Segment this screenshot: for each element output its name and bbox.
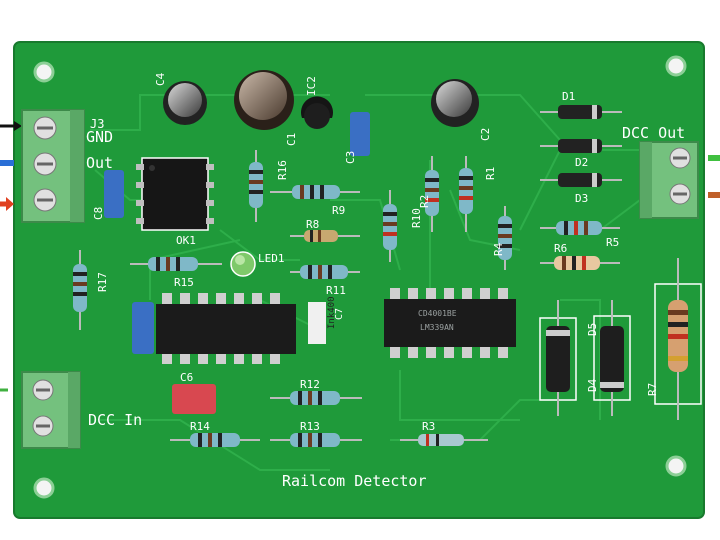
label-dcc-in: DCC In bbox=[88, 411, 142, 429]
designator-labels: D1 D2 D3 R5 R6 R9 R8 R11 R15 R12 R13 R14… bbox=[96, 90, 659, 433]
label-c2: C2 bbox=[479, 128, 492, 141]
transistor-ic2 bbox=[300, 96, 333, 129]
led-green bbox=[230, 251, 256, 277]
label-r15: R15 bbox=[174, 276, 194, 289]
optocoupler-ok1 bbox=[136, 157, 214, 231]
label-r12: R12 bbox=[300, 378, 320, 391]
label-r2: R2 bbox=[418, 195, 431, 208]
diodes bbox=[539, 105, 631, 416]
label-r13: R13 bbox=[300, 420, 320, 433]
capacitor-c1 bbox=[234, 70, 294, 130]
label-out: Out bbox=[86, 154, 113, 172]
label-r16: R16 bbox=[276, 160, 289, 180]
sticker-text: Ink400 bbox=[327, 296, 337, 329]
terminal-block-left bbox=[21, 109, 85, 223]
label-j3: J3 bbox=[90, 117, 104, 131]
ic2-chip bbox=[384, 288, 516, 358]
label-r17: R17 bbox=[96, 272, 109, 292]
capacitor-c3 bbox=[350, 112, 370, 156]
label-c3: C3 bbox=[344, 151, 357, 164]
label-r7: R7 bbox=[646, 383, 659, 396]
label-d2: D2 bbox=[575, 156, 588, 169]
label-r11: R11 bbox=[326, 284, 346, 297]
label-ic2: IC2 bbox=[305, 76, 318, 96]
ink-sticker bbox=[308, 302, 326, 344]
mounting-holes bbox=[33, 55, 687, 499]
ic1-chip bbox=[156, 293, 296, 364]
terminal-block-right bbox=[639, 141, 699, 219]
label-c4: C4 bbox=[154, 72, 167, 86]
label-c6: C6 bbox=[180, 371, 193, 384]
label-d1: D1 bbox=[562, 90, 575, 103]
label-ok1: OK1 bbox=[176, 234, 196, 247]
label-r14: R14 bbox=[190, 420, 210, 433]
capacitor-c8 bbox=[104, 170, 124, 218]
label-led1: LED1 bbox=[258, 252, 285, 265]
label-dcc-out: DCC Out bbox=[622, 124, 685, 142]
label-d4: D4 bbox=[586, 378, 599, 392]
label-r3: R3 bbox=[422, 420, 435, 433]
label-gnd: GND bbox=[86, 128, 113, 146]
label-c7: C7 bbox=[334, 308, 345, 320]
label-r4: R4 bbox=[492, 242, 505, 256]
ic1-marking: CD4001BE bbox=[418, 309, 457, 318]
resistors bbox=[130, 185, 620, 447]
capacitor-c4 bbox=[163, 81, 207, 125]
label-d3: D3 bbox=[575, 192, 588, 205]
label-r1: R1 bbox=[484, 167, 497, 180]
terminal-block-bottom bbox=[21, 371, 81, 449]
resistors-vertical bbox=[73, 150, 702, 420]
capacitor-c2 bbox=[431, 79, 479, 127]
capacitor-c6 bbox=[172, 384, 216, 414]
label-r5: R5 bbox=[606, 236, 619, 249]
capacitor-c7-blue bbox=[132, 302, 154, 354]
label-r8: R8 bbox=[306, 218, 319, 231]
board-title: Railcom Detector bbox=[282, 472, 427, 490]
ic2-marking: LM339AN bbox=[420, 323, 454, 332]
label-c1: C1 bbox=[285, 133, 298, 146]
label-d5: D5 bbox=[586, 323, 599, 336]
label-r10: R10 bbox=[410, 208, 423, 228]
label-r9: R9 bbox=[332, 204, 345, 217]
label-r6: R6 bbox=[554, 242, 567, 255]
label-c8: C8 bbox=[92, 207, 105, 220]
wire-indicators bbox=[0, 121, 720, 392]
